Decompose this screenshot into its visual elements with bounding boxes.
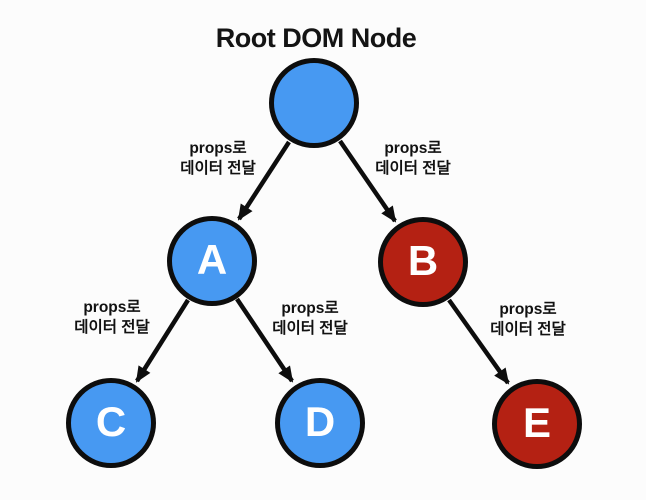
- node-e-label: E: [522, 399, 551, 446]
- edge-arrow-a-c: [135, 298, 190, 383]
- edge-label-line1: props로: [83, 299, 141, 316]
- edge-label-line1: props로: [189, 140, 247, 157]
- node-b-label: B: [407, 237, 439, 284]
- edge-label-a-d: props로 데이터 전달: [272, 299, 348, 339]
- edge-label-line2: 데이터 전달: [74, 319, 150, 336]
- edge-label-a-c: props로 데이터 전달: [74, 298, 150, 338]
- node-b: B: [378, 217, 468, 307]
- edge-label-line2: 데이터 전달: [490, 321, 566, 338]
- edge-label-root-a: props로 데이터 전달: [180, 139, 256, 179]
- edge-label-line1: props로: [384, 140, 442, 157]
- node-c: C: [66, 378, 156, 468]
- edge-label-b-e: props로 데이터 전달: [490, 300, 566, 340]
- edge-label-line1: props로: [499, 301, 557, 318]
- node-c-label: C: [95, 398, 127, 445]
- edge-arrow-root-a: [237, 140, 291, 221]
- node-a: A: [167, 216, 257, 306]
- edge-label-line2: 데이터 전달: [375, 160, 451, 177]
- node-d: D: [275, 378, 365, 468]
- node-e: E: [492, 379, 582, 469]
- edge-label-line2: 데이터 전달: [180, 160, 256, 177]
- edge-label-root-b: props로 데이터 전달: [375, 139, 451, 179]
- edge-arrow-root-b: [338, 139, 397, 223]
- edge-label-line2: 데이터 전달: [272, 320, 348, 337]
- node-a-label: A: [196, 236, 228, 283]
- diagram-title: Root DOM Node: [215, 23, 417, 53]
- edge-arrow-b-e: [447, 298, 510, 385]
- node-d-label: D: [304, 398, 336, 445]
- edge-arrow-a-d: [235, 297, 294, 383]
- node-root: [269, 58, 359, 148]
- edge-label-line1: props로: [281, 300, 339, 317]
